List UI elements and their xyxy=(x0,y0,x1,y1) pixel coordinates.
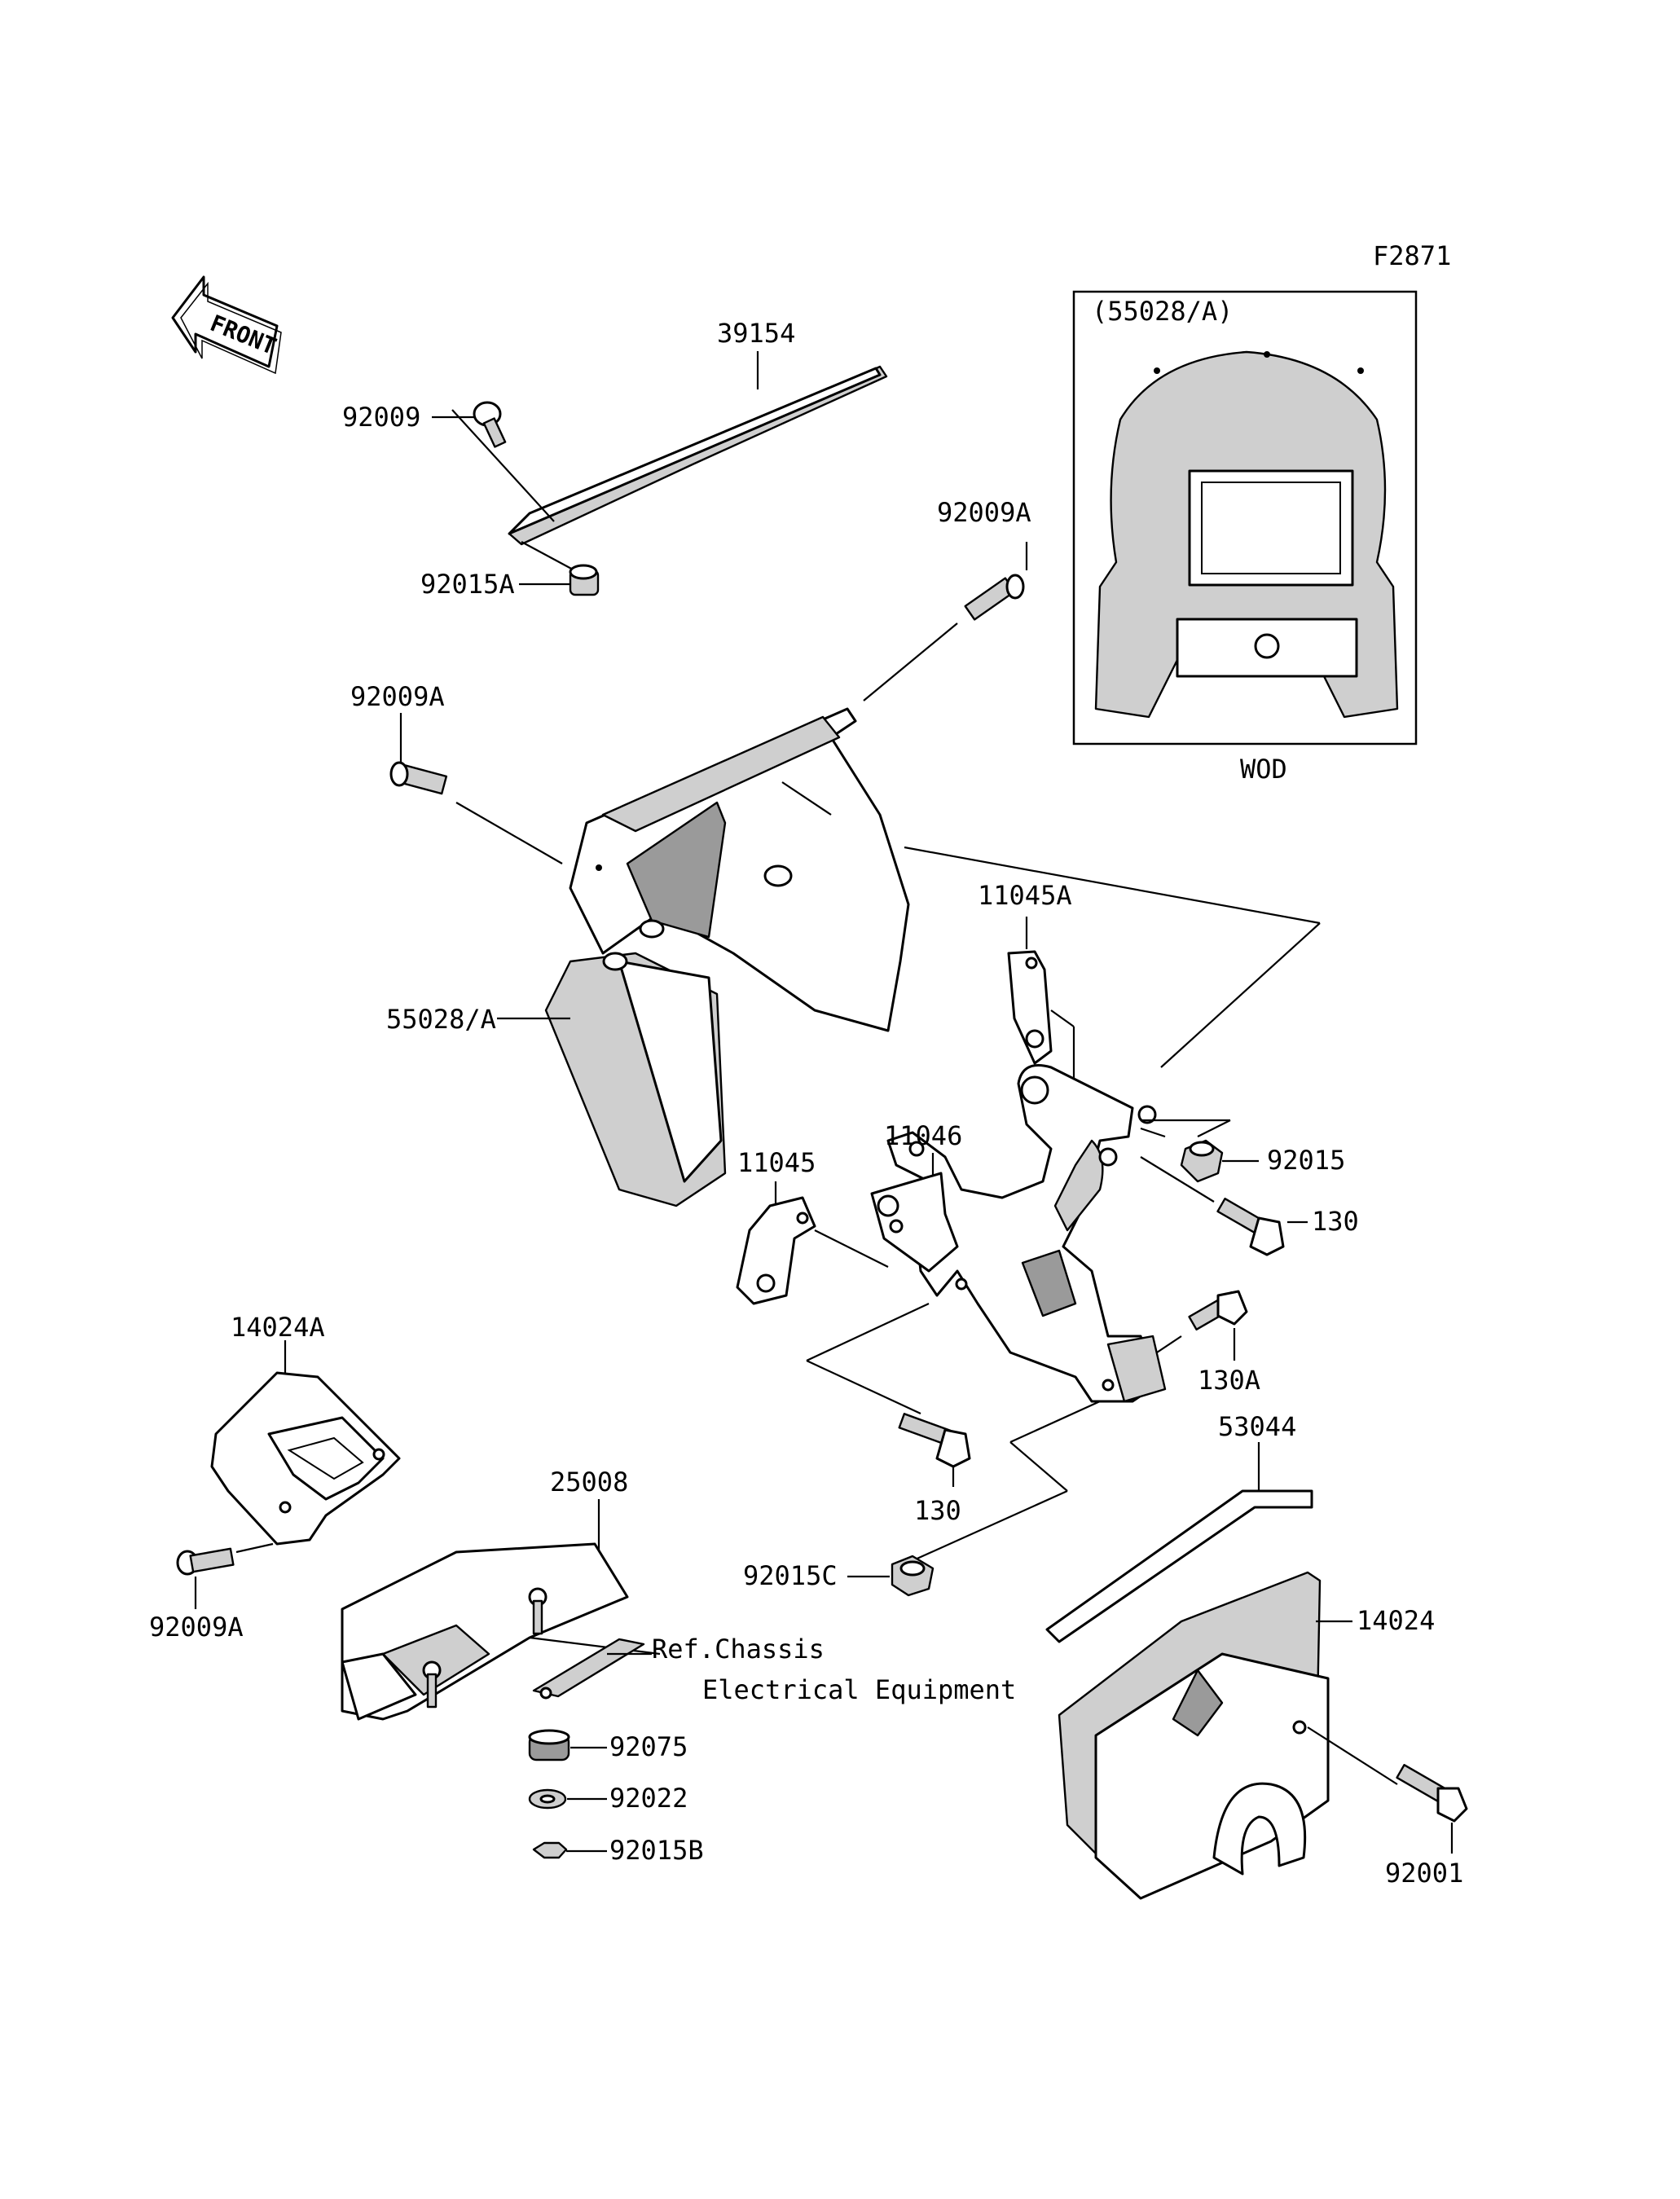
label-92009A-mid: 92009A xyxy=(350,681,445,712)
part-55028A-fairing xyxy=(497,707,910,1207)
inset-caption: WOD xyxy=(1240,754,1287,785)
ref-line2: Electrical Equipment xyxy=(702,1674,1016,1705)
label-14024: 14024 xyxy=(1357,1605,1435,1636)
label-14024A: 14024A xyxy=(231,1312,325,1343)
part-130A-bolt xyxy=(1156,1290,1248,1361)
part-92009A-bolt-mid xyxy=(389,713,563,864)
label-11046: 11046 xyxy=(884,1120,962,1151)
label-92015B: 92015B xyxy=(609,1835,704,1866)
inset-box: (55028/A) WOD xyxy=(1072,290,1418,785)
front-arrow-icon: FRONT xyxy=(171,275,282,375)
label-25008: 25008 xyxy=(550,1467,628,1498)
part-14024A-cover xyxy=(210,1340,401,1546)
part-25008-mount xyxy=(341,1499,661,1721)
part-39154-strip xyxy=(451,351,888,546)
part-11045A-bracket xyxy=(1007,917,1075,1124)
label-92015A: 92015A xyxy=(420,569,515,600)
part-92001-bolt xyxy=(1396,1764,1468,1854)
label-92015: 92015 xyxy=(1267,1145,1345,1176)
figure-code: F2871 xyxy=(1373,240,1451,271)
label-130A: 130A xyxy=(1198,1365,1260,1396)
label-92009A-top: 92009A xyxy=(937,497,1031,528)
ref-line1: Ref.Chassis xyxy=(652,1634,825,1665)
part-92015A-nut xyxy=(519,541,600,596)
part-130-bolt-bottom xyxy=(898,1413,971,1487)
label-11045A: 11045A xyxy=(978,880,1072,911)
label-11045: 11045 xyxy=(737,1147,816,1178)
part-11045-bracket xyxy=(736,1181,889,1305)
part-14024-cover xyxy=(1058,1571,1398,1900)
label-130-bottom: 130 xyxy=(914,1495,961,1526)
part-92015C-nut xyxy=(847,1555,935,1597)
part-53044-strip xyxy=(1045,1442,1313,1643)
label-92015C: 92015C xyxy=(743,1560,838,1591)
label-55028A: 55028/A xyxy=(386,1004,496,1035)
label-92075: 92075 xyxy=(609,1731,688,1762)
inset-fairing-drawing xyxy=(1094,350,1399,719)
label-92009: 92009 xyxy=(342,402,420,433)
part-92009-screw xyxy=(432,401,507,448)
label-53044: 53044 xyxy=(1218,1411,1296,1442)
part-92075-grommet xyxy=(528,1729,607,1761)
part-92015-nut xyxy=(1141,1119,1259,1183)
label-92009A-low: 92009A xyxy=(149,1612,244,1643)
part-11046-plate xyxy=(870,1153,959,1273)
label-92022: 92022 xyxy=(609,1783,688,1814)
part-92015B-nut xyxy=(532,1841,607,1859)
part-headlight-stay-frame xyxy=(886,1064,1167,1403)
part-130-bolt-right xyxy=(1140,1156,1308,1256)
label-130-right: 130 xyxy=(1312,1206,1359,1237)
label-39154: 39154 xyxy=(717,318,795,349)
part-92009A-bolt-top xyxy=(863,542,1028,701)
ref-chassis-strip xyxy=(532,1638,652,1700)
inset-title: (55028/A) xyxy=(1092,296,1233,327)
part-92022-washer xyxy=(528,1788,607,1810)
label-92001: 92001 xyxy=(1385,1858,1463,1889)
part-92009A-bolt-low xyxy=(176,1542,274,1609)
